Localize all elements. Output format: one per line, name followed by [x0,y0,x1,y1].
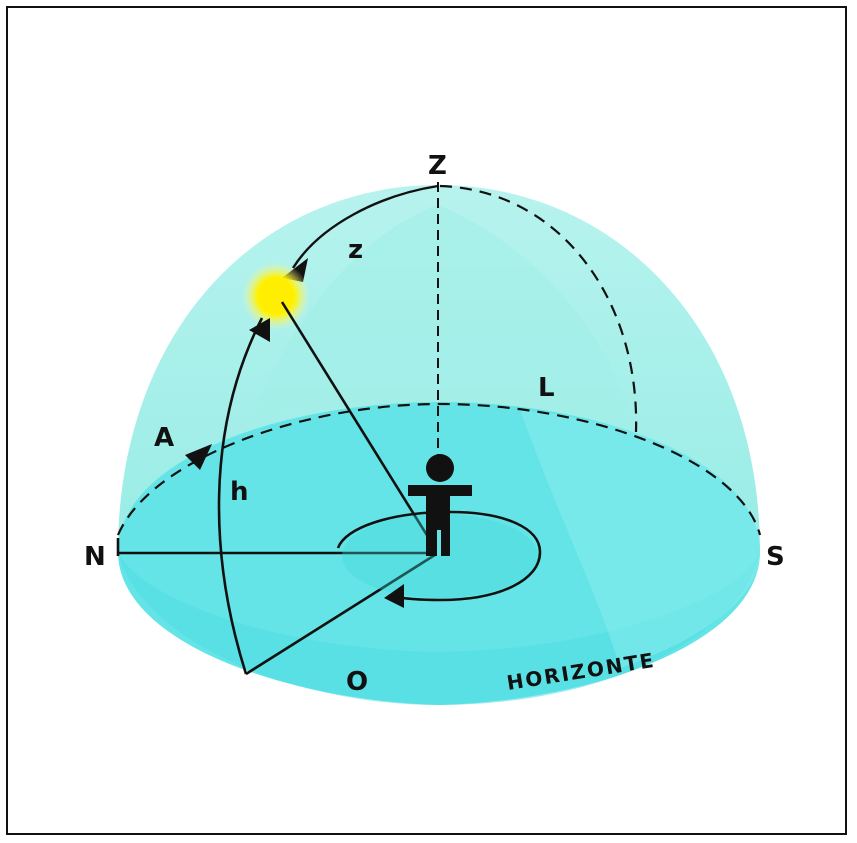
altitude-arc [217,317,264,675]
altitude-label: h [230,477,249,507]
sun-icon [258,278,294,314]
meridian-east-arc [439,184,638,433]
east-label: L [538,373,555,403]
zenith-angle-label: z [348,235,363,265]
west-label: O [346,667,368,697]
azimuth-dome-arrow-icon [185,444,212,470]
sun-line [280,301,440,554]
horizon-disk-far [520,410,760,668]
horizon-back-edge [116,402,762,536]
altitude-arrow-icon [249,318,270,342]
foot-line [245,551,439,676]
zenith-angle-arc [291,184,439,269]
observer-figure [408,454,472,556]
horizon-disk-front [118,552,760,705]
azimuth-arrow-icon [384,584,404,608]
south-label: S [766,542,785,572]
north-label: N [84,542,106,572]
azimuth-ellipse [336,510,542,602]
dome-inner-shade [250,205,636,432]
zenith-label: Z [428,151,447,181]
azimuth-label: A [154,423,174,453]
